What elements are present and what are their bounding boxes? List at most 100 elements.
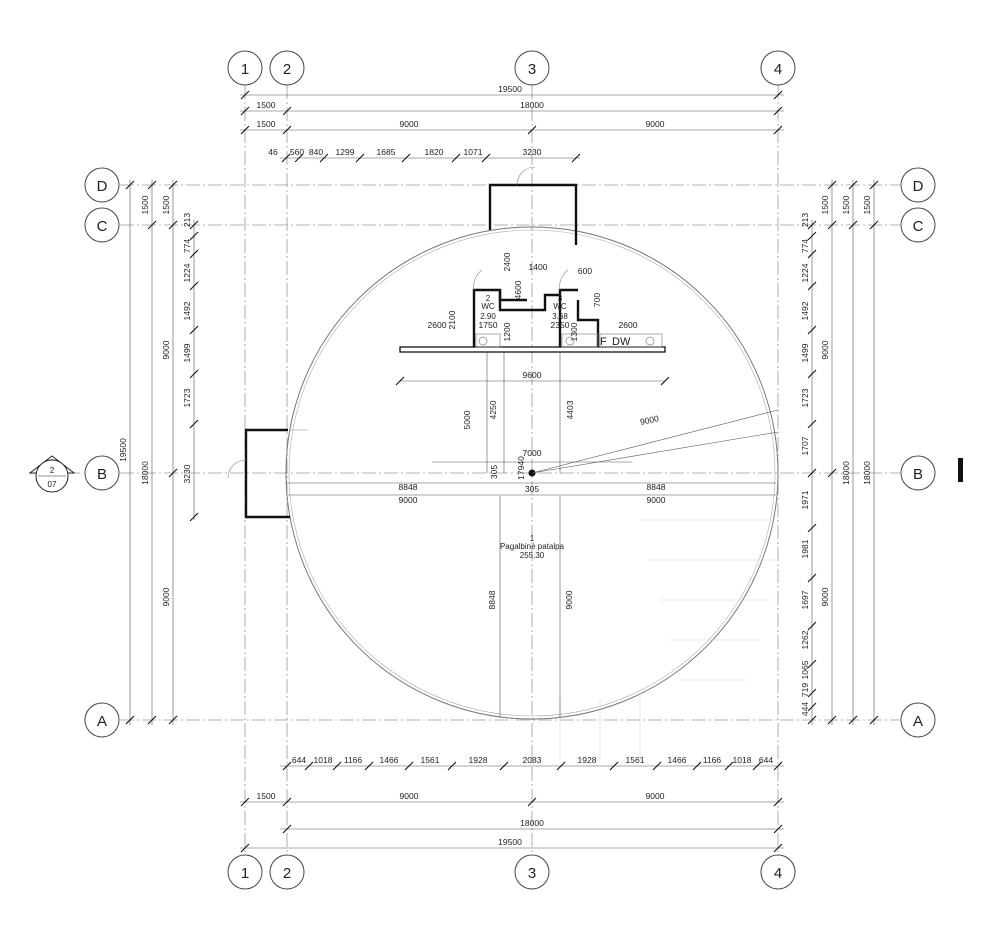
dim-right-seg-11: 1262 xyxy=(800,630,810,649)
fridge-label: F xyxy=(600,336,607,348)
dim-right-seg-5: 1499 xyxy=(800,343,810,362)
dim-wc-2400: 2400 xyxy=(502,252,512,271)
left-dimensions: 19500 18000 1500 1500 9000 9000 3230 213… xyxy=(118,180,199,725)
dim-left-18000: 18000 xyxy=(140,461,150,485)
grid-label-top-3: 3 xyxy=(528,61,536,78)
dim-right-seg-9: 1981 xyxy=(800,539,810,558)
dim-top-seg-3: 840 xyxy=(309,147,323,157)
grid-label-bottom-4: 4 xyxy=(774,865,782,882)
dim-right-18000-a: 18000 xyxy=(841,461,851,485)
dim-left-2600: 2600 xyxy=(428,320,447,330)
dim-top-seg-8: 3230 xyxy=(523,147,542,157)
grid-label-right-d: D xyxy=(913,178,924,195)
room-area: 255.30 xyxy=(520,551,545,560)
room-label: 1 Pagalbinė patalpa 255.30 xyxy=(500,534,565,560)
dim-top-18000: 18000 xyxy=(520,100,544,110)
grid-label-top-4: 4 xyxy=(774,61,782,78)
dim-7000: 7000 xyxy=(523,448,542,458)
dim-left-seg-2: 774 xyxy=(182,239,192,253)
dim-right-seg-1: 213 xyxy=(800,213,810,227)
grid-lines xyxy=(120,85,900,855)
dim-right-18000-b: 18000 xyxy=(862,461,872,485)
dim-v-9000: 9000 xyxy=(564,590,574,609)
dim-left-seg-5: 1499 xyxy=(182,343,192,362)
dim-right-seg-12: 1065 xyxy=(800,660,810,679)
dim-8848-left: 8848 xyxy=(399,482,418,492)
dim-right-1500-a: 1500 xyxy=(820,195,830,214)
dim-v-5000: 5000 xyxy=(462,410,472,429)
dim-9000-right: 9000 xyxy=(647,495,666,505)
dim-bottom-seg-12: 1018 xyxy=(733,755,752,765)
grid-label-bottom-1: 1 xyxy=(241,865,249,882)
dim-right-seg-14: 444 xyxy=(800,702,810,716)
dim-left-seg-6: 1723 xyxy=(182,388,192,407)
dim-bottom-overall: 19500 xyxy=(498,837,522,847)
dim-bottom-9000-a: 9000 xyxy=(400,791,419,801)
grid-label-left-d: D xyxy=(97,178,108,195)
dim-left-9000-upper: 9000 xyxy=(161,340,171,359)
dim-bottom-seg-2: 1018 xyxy=(314,755,333,765)
grid-bubbles-right: D C B A xyxy=(900,167,936,738)
dim-left-seg-1: 213 xyxy=(182,213,192,227)
room-name: Pagalbinė patalpa xyxy=(500,542,565,551)
grid-label-left-b: B xyxy=(97,466,107,483)
dim-right-1500-b: 1500 xyxy=(841,195,851,214)
dim-wc-700: 700 xyxy=(592,293,602,307)
wc-3-area: 3.68 xyxy=(552,312,568,321)
grid-label-bottom-2: 2 xyxy=(283,865,291,882)
wc-2-area: 2.90 xyxy=(480,312,496,321)
dim-bottom-seg-10: 1466 xyxy=(668,755,687,765)
dim-top-9000-b: 9000 xyxy=(646,119,665,129)
bottom-dimensions: 644 1018 1166 1466 1561 1928 2083 1928 1… xyxy=(240,755,784,853)
interior-dimensions: 1400 2400 4600 600 700 2100 1200 1300 17… xyxy=(288,252,779,718)
dim-left-overall: 19500 xyxy=(118,438,128,462)
dim-bottom-seg-11: 1166 xyxy=(703,755,722,765)
grid-label-top-1: 1 xyxy=(241,61,249,78)
dim-17940: 17940 xyxy=(516,456,526,480)
dim-left-seg-4: 1492 xyxy=(182,301,192,320)
dim-bottom-seg-5: 1561 xyxy=(421,755,440,765)
grid-label-right-c: C xyxy=(913,218,924,235)
dim-width-9600: 9600 xyxy=(523,370,542,380)
dim-left-3230: 3230 xyxy=(182,464,192,483)
grid-label-top-2: 2 xyxy=(283,61,291,78)
dim-top-seg-5: 1685 xyxy=(377,147,396,157)
dishwasher-label: DW xyxy=(612,336,631,348)
room-number: 1 xyxy=(530,534,535,543)
dim-right-seg-2: 774 xyxy=(800,239,810,253)
top-dimensions: 19500 18000 1500 1500 9000 9000 46 560 8… xyxy=(240,84,784,163)
dim-bottom-1500: 1500 xyxy=(257,791,276,801)
dim-wc-2350: 2350 xyxy=(551,320,570,330)
dim-v-4250: 4250 xyxy=(488,400,498,419)
building-outline xyxy=(227,166,779,760)
dim-top-9000-a: 9000 xyxy=(400,119,419,129)
dim-top-1500-b: 1500 xyxy=(257,119,276,129)
dim-bottom-seg-3: 1166 xyxy=(344,755,363,765)
wc-2-name: WC xyxy=(481,302,495,311)
dim-top-seg-2: 560 xyxy=(290,147,304,157)
wc-block: 2 WC 2.90 3 WC 3.68 F DW xyxy=(399,269,666,353)
wc-2-number: 2 xyxy=(486,294,491,303)
dim-left-seg-3: 1224 xyxy=(182,263,192,282)
grid-label-left-c: C xyxy=(97,218,108,235)
dim-bottom-seg-13: 644 xyxy=(759,755,773,765)
dim-bottom-seg-6: 1928 xyxy=(469,755,488,765)
dim-right-9000-lower: 9000 xyxy=(820,587,830,606)
dim-wc-600: 600 xyxy=(578,266,592,276)
dim-8848-right: 8848 xyxy=(647,482,666,492)
dim-right-2600: 2600 xyxy=(619,320,638,330)
section-marker-number: 2 xyxy=(50,466,55,475)
right-dimensions: 213 774 1224 1492 1499 1723 1707 1971 19… xyxy=(800,180,879,725)
dim-top-overall: 19500 xyxy=(498,84,522,94)
dim-bottom-seg-7: 2083 xyxy=(523,755,542,765)
grid-bubbles-top: 1 2 3 4 xyxy=(227,50,796,86)
dim-wc-1200: 1200 xyxy=(502,322,512,341)
grid-label-bottom-3: 3 xyxy=(528,865,536,882)
dim-wc-1400: 1400 xyxy=(529,262,548,272)
dim-top-seg-7: 1071 xyxy=(464,147,483,157)
dim-bottom-seg-4: 1466 xyxy=(380,755,399,765)
dim-left-9000-lower: 9000 xyxy=(161,587,171,606)
dim-left-1500-a: 1500 xyxy=(140,195,150,214)
dim-wc-2100: 2100 xyxy=(447,310,457,329)
